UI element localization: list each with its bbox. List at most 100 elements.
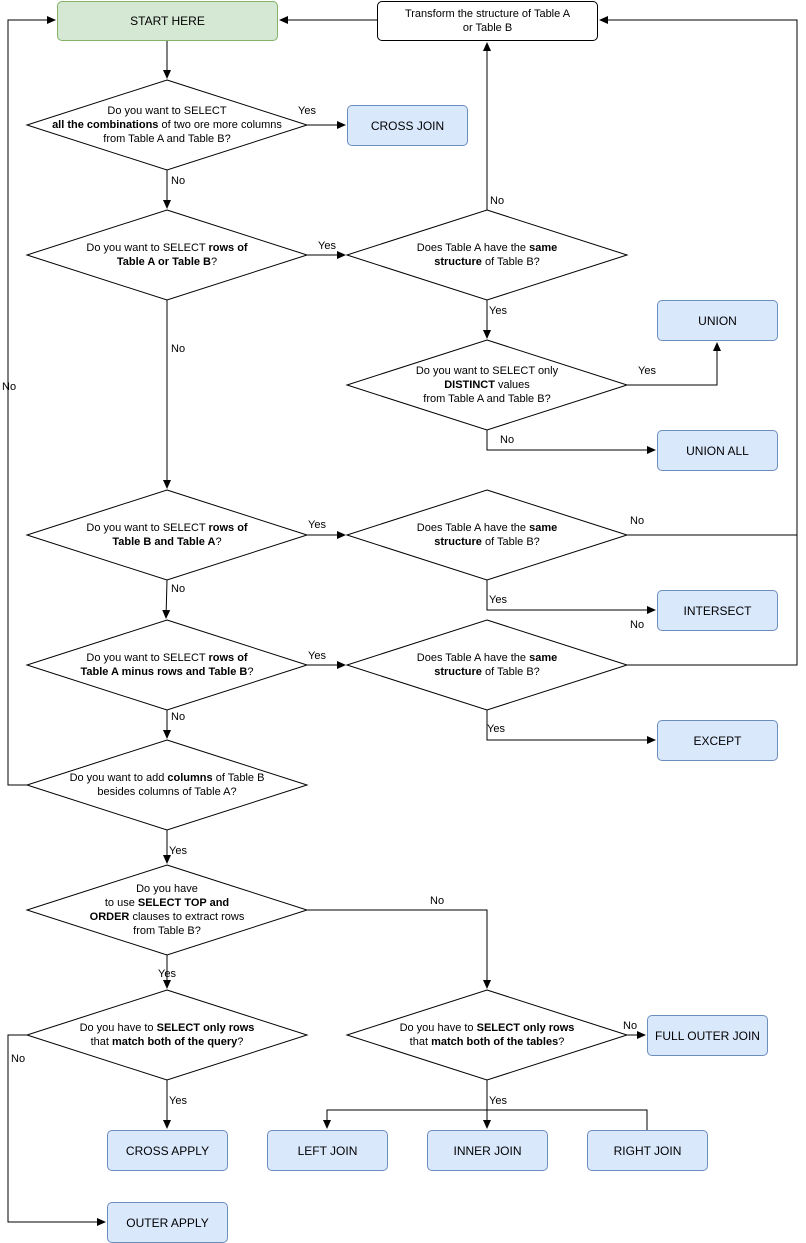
inner-join-label: INNER JOIN (453, 1143, 522, 1158)
d11-end: ? (237, 1036, 244, 1048)
d6-bold-2: structure (434, 536, 482, 548)
left-join-label: LEFT JOIN (297, 1143, 358, 1158)
d10-bold-1: SELECT TOP and (137, 897, 230, 909)
d11-bold-1: SELECT only rows (156, 1022, 255, 1034)
d1-line-3: from Table A and Table B? (103, 133, 231, 145)
d4-line-3: from Table A and Table B? (423, 393, 551, 405)
d10-line-3: clauses to extract rows (129, 911, 245, 923)
label-d11-no: No (11, 1053, 26, 1065)
edge-d6-yes-intersect (486, 580, 656, 614)
edge-d8-no-transform (627, 535, 798, 666)
d3-line-1: Does Table A have the (416, 242, 530, 254)
decision-d6-text: Does Table A have the same structure of … (377, 515, 597, 555)
union-label: UNION (698, 313, 737, 328)
label-d10-yes: Yes (158, 968, 176, 980)
label-d2-yes: Yes (318, 240, 336, 252)
label-d11-yes: Yes (169, 1095, 187, 1107)
right-join-box: RIGHT JOIN (587, 1130, 708, 1171)
label-d9-yes: Yes (169, 845, 187, 857)
d7-end: ? (247, 666, 254, 678)
edge-d8-yes-except (486, 710, 656, 744)
decision-d10-text: Do you have to use SELECT TOP and ORDER … (67, 878, 267, 942)
label-d10-no: No (430, 895, 445, 907)
edge-d10-no-d12 (307, 909, 491, 989)
d7-bold-1: rows of (208, 652, 248, 664)
d12-bold-2: match both of the tables (431, 1036, 559, 1048)
start-here-label: START HERE (130, 14, 205, 28)
full-outer-join-box: FULL OUTER JOIN (647, 1015, 768, 1056)
d8-end: of Table B? (481, 666, 540, 678)
label-d8-yes: Yes (487, 723, 505, 735)
label-d12-no: No (623, 1020, 638, 1032)
cross-join-label: CROSS JOIN (370, 118, 445, 133)
d5-end: ? (215, 536, 222, 548)
union-all-box: UNION ALL (657, 430, 778, 471)
d12-bold-1: SELECT only rows (476, 1022, 575, 1034)
label-d1-yes: Yes (298, 105, 316, 117)
label-d6-no: No (630, 515, 645, 527)
d2-line-1: Do you want to SELECT (86, 242, 209, 254)
label-d6-yes: Yes (489, 594, 507, 606)
except-label: EXCEPT (693, 733, 742, 748)
label-d8-no: No (630, 619, 645, 631)
d10-line-4: from Table B? (133, 925, 201, 937)
label-d3-yes: Yes (489, 305, 507, 317)
d1-line-1: Do you want to SELECT (107, 105, 227, 117)
label-d7-no: No (171, 711, 186, 723)
inner-join-box: INNER JOIN (427, 1130, 548, 1171)
d10-line-2: to use (104, 897, 138, 909)
label-d1-no: No (171, 175, 186, 187)
transform-label-line-1: Transform the structure of Table A (404, 8, 571, 20)
d8-bold-1: same (529, 652, 558, 664)
label-d5-no: No (171, 583, 186, 595)
d5-bold-1: rows of (208, 522, 248, 534)
except-box: EXCEPT (657, 720, 778, 761)
edge-join-branch-left (323, 1109, 648, 1130)
d9-bold: columns (167, 772, 213, 784)
label-d4-yes: Yes (638, 365, 656, 377)
decision-d3-text: Does Table A have the same structure of … (377, 235, 597, 275)
outer-apply-box: OUTER APPLY (107, 1202, 228, 1243)
d3-bold-2: structure (434, 256, 482, 268)
decision-d12-text: Do you have to SELECT only rows that mat… (367, 1015, 607, 1055)
d12-line-1: Do you have to (399, 1022, 477, 1034)
right-join-label: RIGHT JOIN (613, 1143, 682, 1158)
d12-end: ? (558, 1036, 565, 1048)
intersect-box: INTERSECT (657, 590, 778, 631)
d1-bold: all the combinations (52, 119, 159, 131)
d6-line-1: Does Table A have the (416, 522, 530, 534)
start-here-box: START HERE (57, 1, 278, 41)
label-d9-no: No (2, 381, 17, 393)
d7-line-1: Do you want to SELECT (86, 652, 209, 664)
edge-d9-no-start (7, 16, 56, 786)
edge-d6-no-transform (599, 16, 798, 536)
d11-line-2: that (90, 1036, 112, 1048)
d2-bold-2: Table A or Table B (116, 256, 211, 268)
d9-line-2: besides columns of Table A? (97, 786, 237, 798)
decision-d2-text: Do you want to SELECT rows of Table A or… (57, 235, 277, 275)
edge-d4-yes-union (627, 342, 721, 386)
d6-bold-1: same (529, 522, 558, 534)
edge-d4-no-union-all (486, 430, 656, 454)
decision-d4-text: Do you want to SELECT only DISTINCT valu… (377, 360, 597, 410)
d8-line-1: Does Table A have the (416, 652, 530, 664)
d8-bold-2: structure (434, 666, 482, 678)
decision-d5-text: Do you want to SELECT rows of Table B an… (57, 515, 277, 555)
d3-bold-1: same (529, 242, 558, 254)
d4-line-2: values (494, 379, 530, 391)
d2-bold-1: rows of (208, 242, 248, 254)
edge-d5-no-d7 (162, 579, 171, 619)
label-d2-no: No (171, 343, 186, 355)
transform-structure-box: Transform the structure of Table A or Ta… (377, 1, 598, 41)
d3-end: of Table B? (481, 256, 540, 268)
intersect-label: INTERSECT (683, 603, 752, 618)
label-d7-yes: Yes (308, 650, 326, 662)
d11-bold-2: match both of the query (112, 1036, 238, 1048)
d4-bold: DISTINCT (444, 379, 495, 391)
d9-line-1: Do you want to add (69, 772, 168, 784)
d1-line-2: of two ore more columns (158, 119, 282, 131)
union-box: UNION (657, 300, 778, 341)
label-d5-yes: Yes (308, 519, 326, 531)
union-all-label: UNION ALL (686, 443, 749, 458)
